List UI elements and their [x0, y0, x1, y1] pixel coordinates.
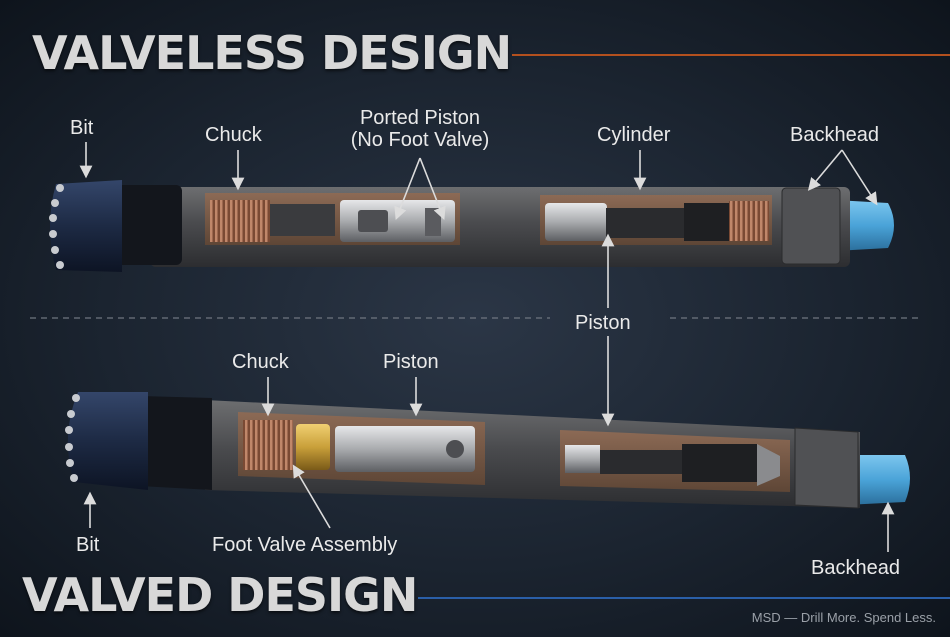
label-ported-piston-line2: (No Foot Valve): [350, 129, 490, 151]
leader-lines: [79, 142, 895, 552]
top-bit-buttons: [49, 184, 64, 269]
label-top-chuck: Chuck: [205, 124, 262, 146]
bottom-chuck-threads: [243, 420, 293, 470]
top-chuck-threads: [210, 200, 270, 242]
bottom-bit-shank: [140, 396, 212, 490]
label-ported-piston: Ported Piston (No Foot Valve): [330, 107, 510, 151]
label-ported-piston-line1: Ported Piston: [359, 107, 481, 129]
foot-valve-assembly: [296, 424, 330, 470]
label-bottom-backhead: Backhead: [811, 557, 900, 579]
label-shared-piston: Piston: [575, 312, 631, 334]
bottom-piston-rear: [600, 450, 682, 474]
label-bottom-piston: Piston: [383, 351, 439, 373]
bottom-bit-buttons: [65, 394, 80, 482]
valved-design-title: VALVED DESIGN: [22, 568, 418, 622]
top-cylinder-threads: [729, 201, 769, 241]
label-top-bit: Bit: [70, 117, 94, 139]
valveless-design-title: VALVELESS DESIGN: [32, 26, 512, 80]
top-piston-rear: [545, 203, 607, 241]
top-backhead: [781, 187, 841, 265]
valved-hammer: [65, 392, 910, 509]
bottom-piston: [335, 426, 475, 472]
top-title-rule: [512, 54, 950, 56]
label-bottom-bit: Bit: [76, 534, 100, 556]
credit-text: MSD — Drill More. Spend Less.: [751, 610, 936, 625]
label-top-cylinder: Cylinder: [597, 124, 671, 146]
bottom-title-rule: [418, 597, 950, 599]
top-bit-shank: [112, 185, 182, 265]
bottom-backhead-tip: [845, 455, 910, 505]
label-bottom-chuck: Chuck: [232, 351, 289, 373]
valveless-hammer: [49, 180, 894, 272]
label-foot-valve-assembly: Foot Valve Assembly: [212, 534, 398, 556]
top-bit-head: [50, 180, 122, 272]
label-top-backhead: Backhead: [790, 124, 879, 146]
bottom-backhead: [794, 427, 859, 509]
bottom-bit-head: [67, 392, 148, 490]
